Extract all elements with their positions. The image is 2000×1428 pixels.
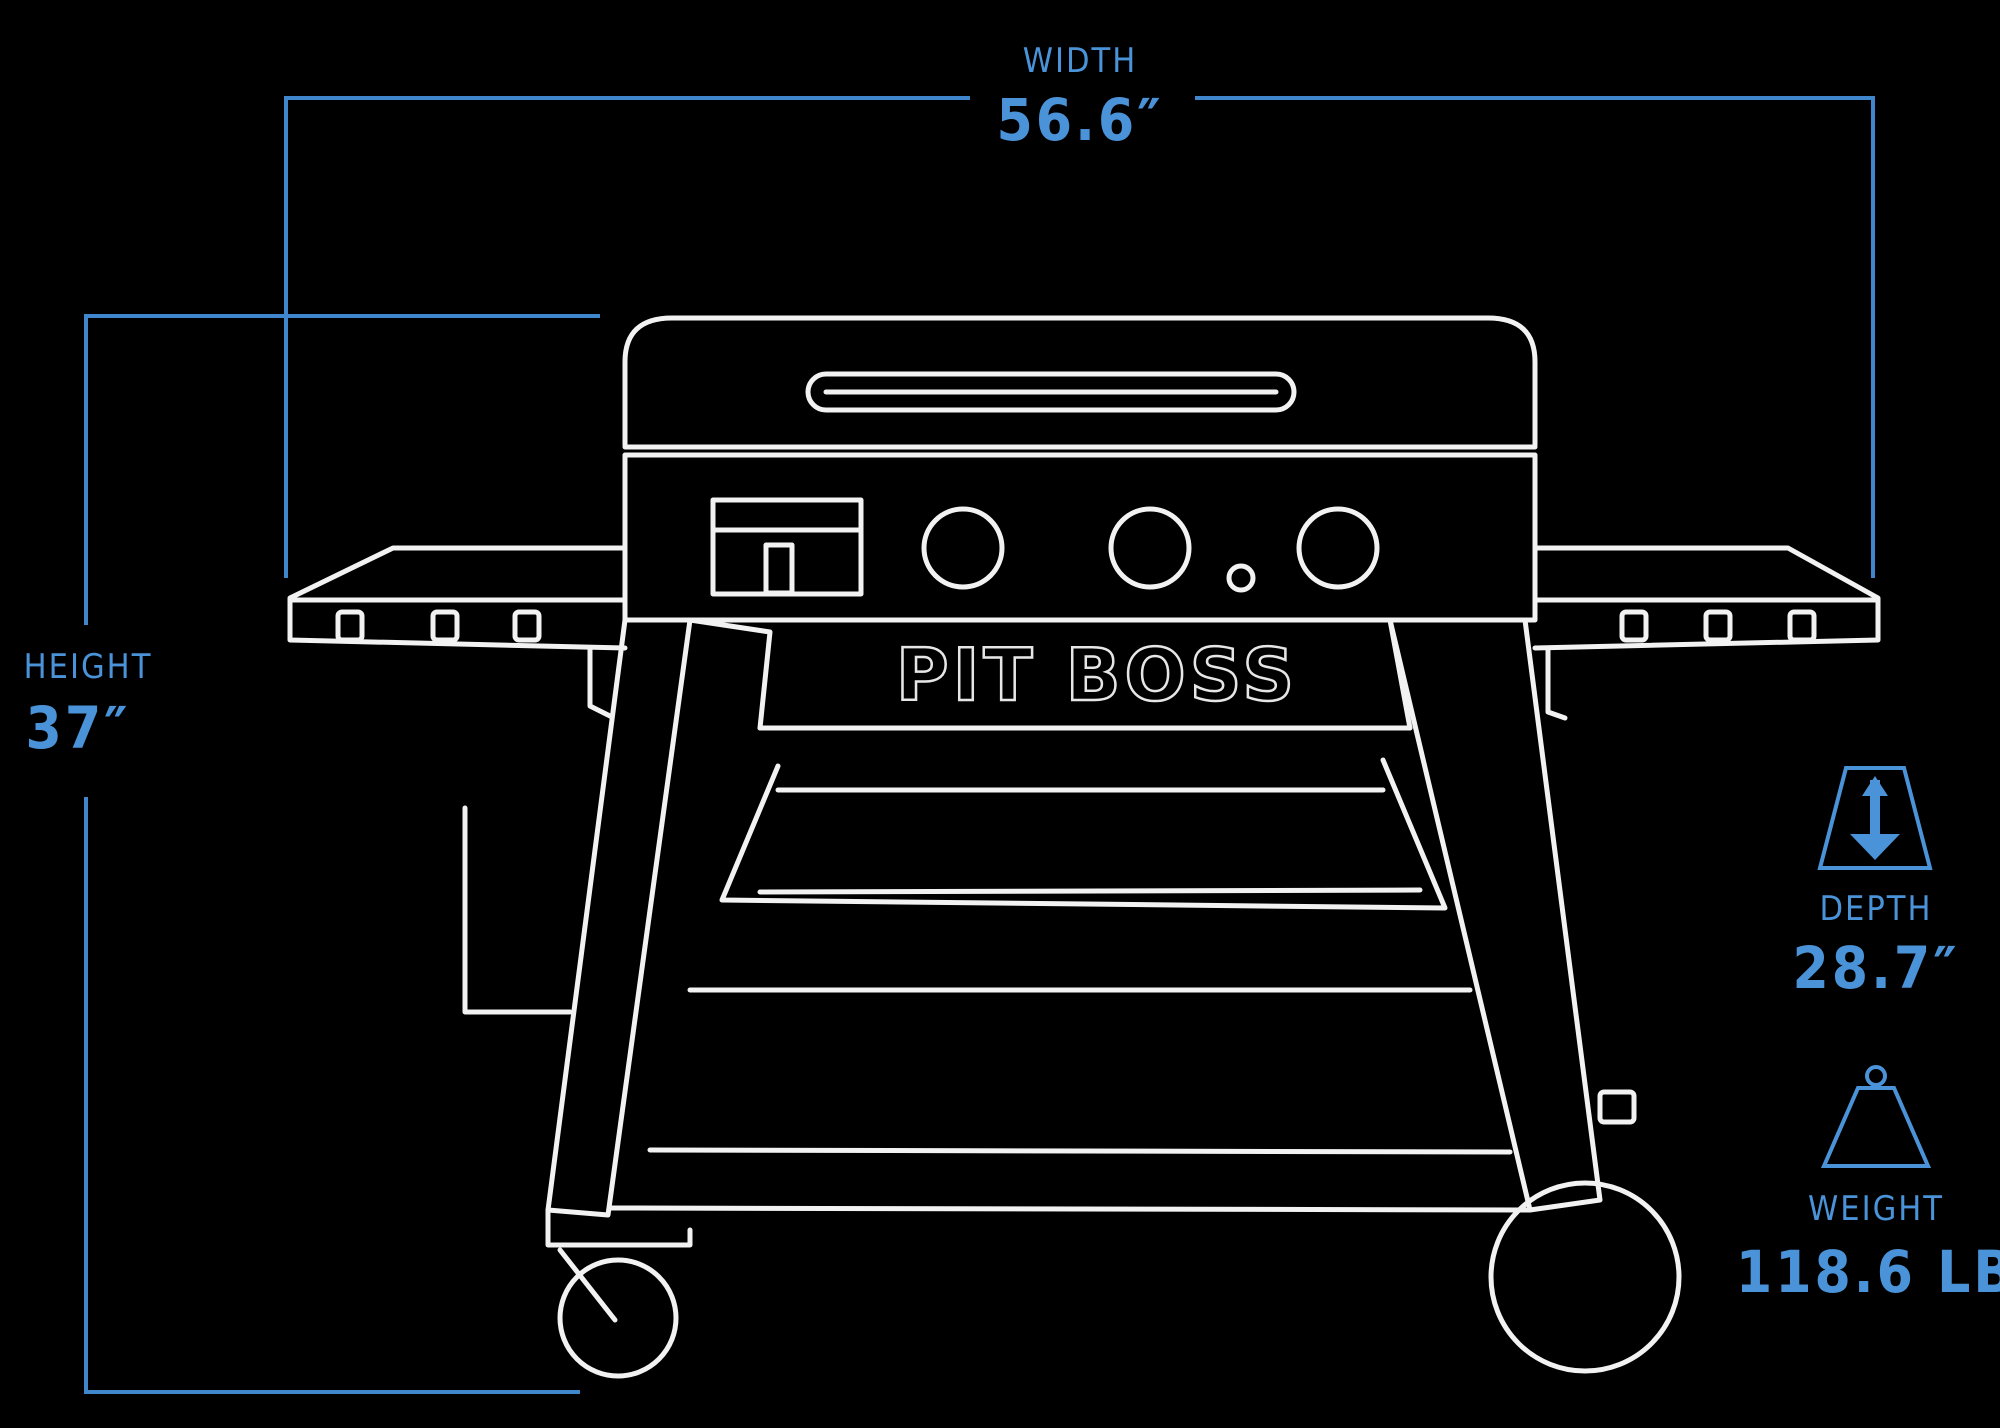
storage-shelf-base bbox=[757, 887, 1423, 895]
width-label-group: WIDTH 56.6″ bbox=[996, 41, 1163, 154]
tank-bracket bbox=[462, 805, 573, 1015]
brand-logo: PIT BOSS bbox=[896, 633, 1298, 717]
weight-label: WEIGHT bbox=[1808, 1189, 1944, 1229]
weight-label-group: WEIGHT 118.6 LB bbox=[1736, 1065, 2000, 1306]
lid-handle bbox=[805, 371, 1297, 413]
width-value: 56.6″ bbox=[996, 86, 1163, 154]
left-shelf-hook-1 bbox=[335, 609, 365, 643]
caster-fork bbox=[557, 1247, 618, 1323]
cart-crossbar-bottom bbox=[607, 1205, 1533, 1213]
height-value: 37″ bbox=[26, 694, 131, 762]
left-leg-inner bbox=[687, 617, 773, 731]
right-shelf-hook-2 bbox=[1703, 609, 1733, 643]
left-shelf-hook-2 bbox=[430, 609, 460, 643]
igniter-dot bbox=[1226, 563, 1256, 593]
left-leg bbox=[545, 617, 693, 1218]
cart-crossbar-lower bbox=[647, 1147, 1513, 1155]
right-shelf-hook-3 bbox=[1787, 609, 1817, 643]
depth-arrow-icon bbox=[1817, 766, 1933, 870]
burner-knob-1 bbox=[921, 506, 1005, 590]
right-leg bbox=[1387, 617, 1603, 1213]
griddle-lid bbox=[622, 315, 1538, 448]
width-dimension-line bbox=[284, 96, 970, 578]
weight-value: 118.6 LB bbox=[1736, 1238, 2000, 1306]
caster-wheel bbox=[557, 1257, 679, 1379]
depth-value: 28.7″ bbox=[1792, 934, 1959, 1002]
right-leg-inner bbox=[1387, 617, 1413, 731]
left-shelf-bracket bbox=[587, 645, 613, 719]
depth-label: DEPTH bbox=[1819, 889, 1932, 929]
height-label: HEIGHT bbox=[24, 647, 153, 687]
width-label: WIDTH bbox=[1023, 41, 1138, 81]
height-dimension-line bbox=[84, 314, 600, 625]
height-label-group: HEIGHT 37″ bbox=[24, 647, 153, 762]
dimension-lines bbox=[84, 96, 1875, 1394]
control-panel bbox=[622, 452, 1538, 623]
igniter-button bbox=[763, 542, 795, 596]
depth-label-group: DEPTH 28.7″ bbox=[1792, 766, 1959, 1002]
storage-shelf-wire bbox=[719, 757, 1448, 911]
left-shelf-hook-3 bbox=[512, 609, 542, 643]
right-shelf-bracket bbox=[1545, 645, 1568, 721]
burner-knob-3 bbox=[1296, 506, 1380, 590]
height-dimension-line-lower bbox=[84, 797, 580, 1394]
griddle-drawing: PIT BOSS bbox=[287, 315, 1881, 1379]
caster-mount bbox=[545, 1207, 693, 1248]
rear-wheel bbox=[1488, 1180, 1682, 1374]
tool-hook bbox=[1597, 1089, 1637, 1125]
weight-icon bbox=[1820, 1065, 1932, 1168]
right-shelf-hook-1 bbox=[1619, 609, 1649, 643]
width-dimension-line-right bbox=[1195, 96, 1875, 578]
burner-knob-2 bbox=[1108, 506, 1192, 590]
